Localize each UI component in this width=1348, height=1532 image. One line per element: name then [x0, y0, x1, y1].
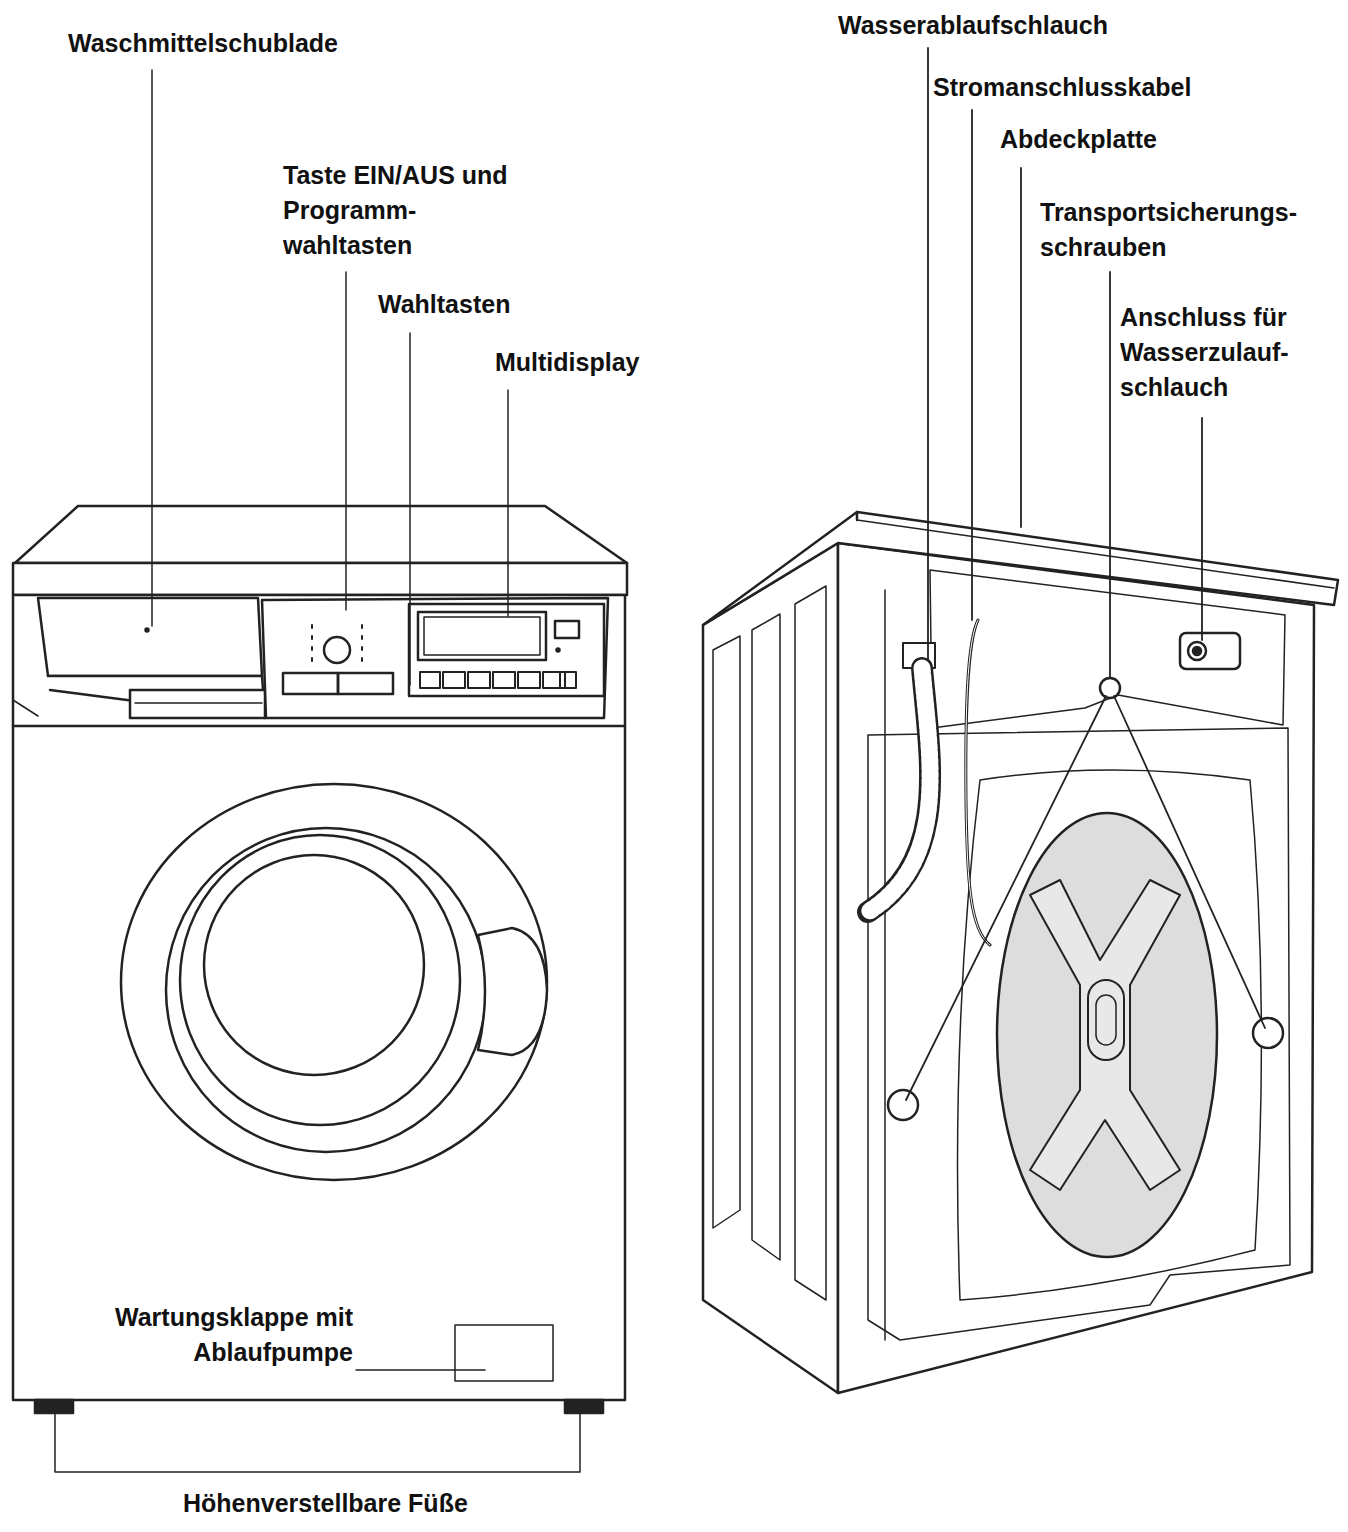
part-label: Stromanschlusskabel	[933, 70, 1191, 105]
part-label: Abdeckplatte	[1000, 122, 1157, 157]
part-label: Transportsicherungs- schrauben	[1040, 195, 1342, 265]
front-view	[13, 70, 627, 1472]
part-label: Wasserablaufschlauch	[838, 8, 1108, 43]
part-label: Wartungsklappe mit Ablaufpumpe	[98, 1300, 353, 1370]
part-label: Waschmittelschublade	[68, 26, 338, 61]
part-label: Höhenverstellbare Füße	[183, 1486, 468, 1521]
part-label: Multidisplay	[495, 345, 639, 380]
part-label: Anschluss für Wasserzulauf- schlauch	[1120, 300, 1338, 405]
back-view	[703, 48, 1338, 1393]
part-label: Taste EIN/AUS und Programm- wahltasten	[283, 158, 515, 263]
part-label: Wahltasten	[378, 287, 510, 322]
